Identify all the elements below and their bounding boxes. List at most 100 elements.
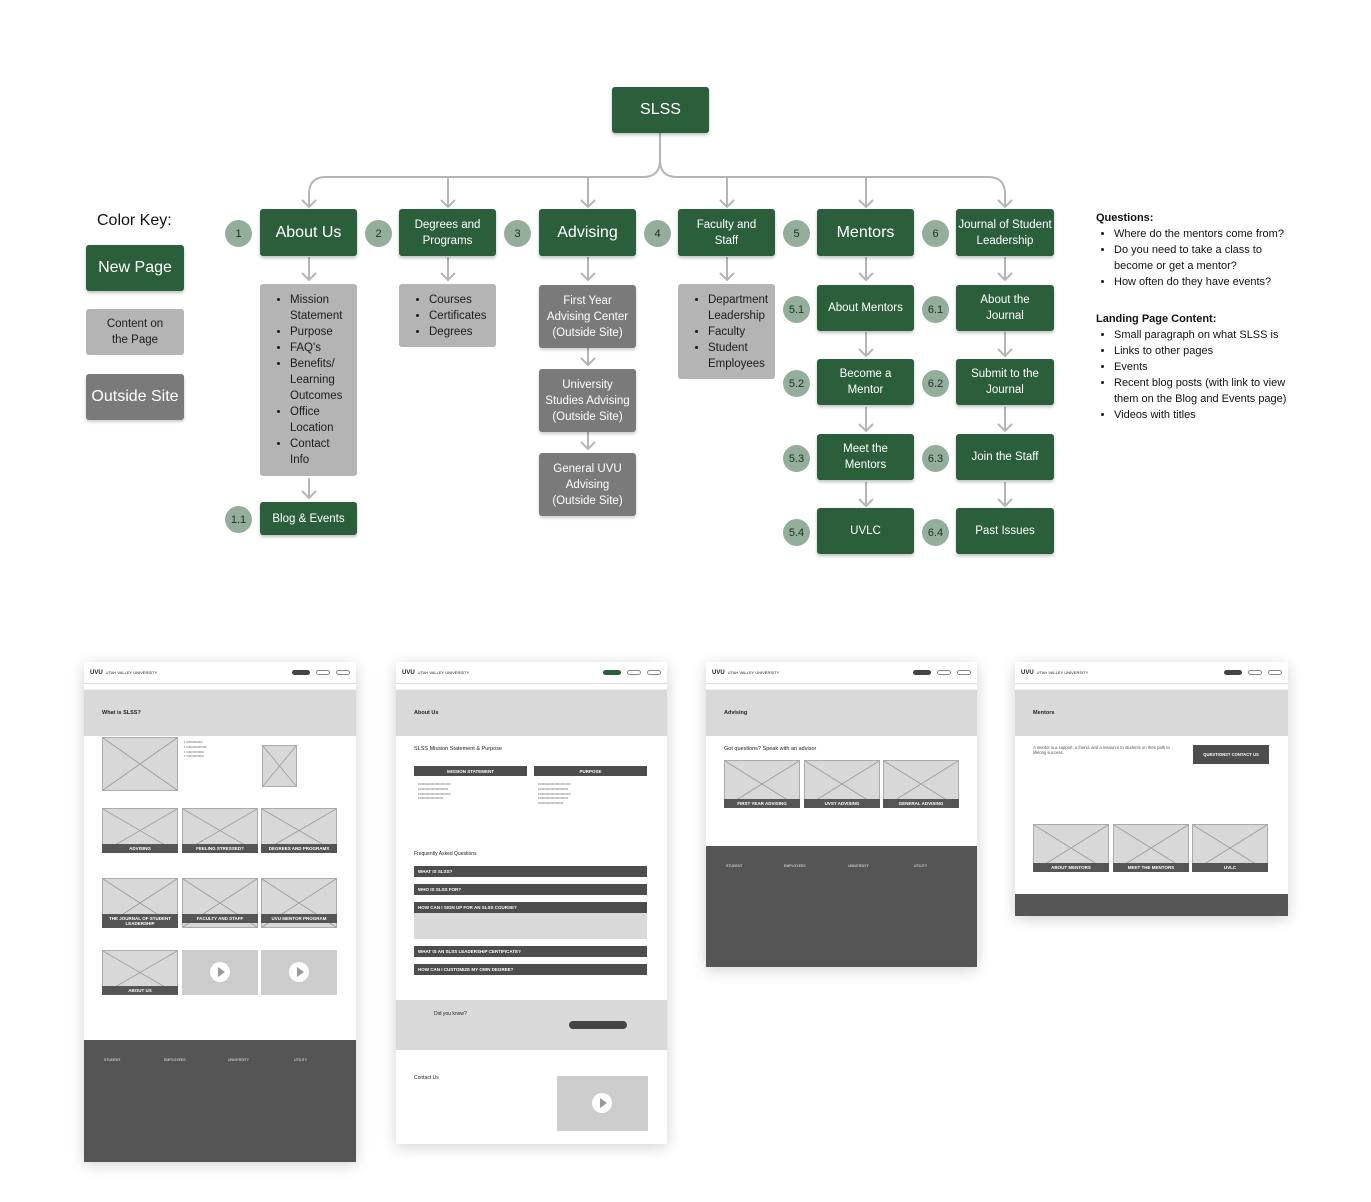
key-new-page: New Page bbox=[86, 245, 184, 291]
wf-nav bbox=[396, 684, 667, 690]
landing-note: Landing Page Content: Small paragraph on… bbox=[1096, 311, 1291, 423]
card-label: UVST ADVISING bbox=[804, 799, 880, 808]
contact-us-box[interactable]: QUESTIONS? CONTACT US bbox=[1193, 745, 1269, 764]
wf-apply-pill bbox=[1224, 670, 1242, 675]
page-journal: Journal of Student Leadership bbox=[956, 209, 1054, 256]
wf-hero: Advising bbox=[706, 690, 977, 736]
content-item: Courses bbox=[429, 292, 490, 308]
wf-text-block: ••••••••••••••••••••••••••••••••••••••••… bbox=[538, 782, 571, 806]
wf-section-title: Got questions? Speak with an advisor bbox=[724, 746, 817, 752]
wf-section-title: SLSS Mission Statement & Purpose bbox=[414, 746, 503, 752]
num-badge: 5.3 bbox=[783, 445, 810, 472]
num-badge: 5.1 bbox=[783, 296, 810, 323]
content-item: Faculty bbox=[708, 324, 769, 340]
content-item: Purpose bbox=[290, 324, 351, 340]
content-item: Department Leadership bbox=[708, 292, 769, 324]
faq-item[interactable]: WHO IS SLSS FOR? bbox=[414, 884, 647, 895]
footer-col: UNIVERSITY bbox=[848, 864, 870, 868]
wf-hero: About Us bbox=[396, 690, 667, 736]
outside-university-studies: University Studies Advising (Outside Sit… bbox=[539, 369, 636, 432]
wf-pill bbox=[336, 670, 350, 675]
tile-label: DEGREES AND PROGRAMS bbox=[261, 844, 337, 853]
content-item: FAQ's bbox=[290, 340, 351, 356]
page-about-journal: About the Journal bbox=[956, 285, 1054, 331]
faq-title: Frequently Asked Questions bbox=[414, 851, 477, 857]
footer-col: STUDENT bbox=[726, 864, 743, 868]
purpose-header: PURPOSE bbox=[534, 766, 647, 776]
note-item: How often do they have events? bbox=[1114, 274, 1296, 290]
page-submit-journal: Submit to the Journal bbox=[956, 359, 1054, 405]
note-item: Links to other pages bbox=[1114, 343, 1291, 359]
note-item: Recent blog posts (with link to view the… bbox=[1114, 375, 1291, 407]
wf-pill bbox=[957, 670, 971, 675]
num-badge: 3 bbox=[504, 220, 531, 247]
num-badge: 6 bbox=[922, 220, 949, 247]
mentors-intro: A mentor is a support, a friend, and a r… bbox=[1033, 745, 1170, 755]
wf-nav bbox=[1015, 684, 1288, 690]
outside-general-uvu: General UVU Advising (Outside Site) bbox=[539, 453, 636, 516]
page-blog-events: Blog & Events bbox=[260, 502, 357, 535]
wf-pill bbox=[937, 670, 951, 675]
questions-title: Questions: bbox=[1096, 212, 1154, 224]
wf-apply-pill bbox=[292, 670, 310, 675]
num-badge: 4 bbox=[644, 220, 671, 247]
card-label: ABOUT MENTORS bbox=[1033, 863, 1109, 872]
wf-hero: What is SLSS? bbox=[84, 690, 356, 736]
num-badge: 6.4 bbox=[922, 519, 949, 546]
num-badge: 6.2 bbox=[922, 370, 949, 397]
wf-nav bbox=[706, 684, 977, 690]
learn-more-button[interactable] bbox=[569, 1021, 627, 1029]
page-about-mentors: About Mentors bbox=[817, 285, 914, 331]
wf-nav bbox=[84, 684, 356, 690]
num-badge: 1 bbox=[225, 220, 252, 247]
card-label: GENERAL ADVISING bbox=[883, 799, 959, 808]
page-mentors: Mentors bbox=[817, 209, 914, 256]
page-faculty-staff: Faculty and Staff bbox=[678, 209, 775, 256]
questions-note: Questions: Where do the mentors come fro… bbox=[1096, 210, 1296, 290]
play-icon bbox=[592, 1093, 612, 1113]
tile-label: ADVISING bbox=[102, 844, 178, 853]
footer-col: STUDENT bbox=[104, 1058, 121, 1062]
num-badge: 6.1 bbox=[922, 296, 949, 323]
wf-footer bbox=[1015, 894, 1288, 916]
note-item: Events bbox=[1114, 359, 1291, 375]
page-advising: Advising bbox=[539, 209, 636, 256]
content-item: Degrees bbox=[429, 324, 490, 340]
faq-answer bbox=[414, 913, 647, 939]
faq-item[interactable]: WHAT IS SLSS? bbox=[414, 866, 647, 877]
wf-text-block: • •••••••••••••• ••••••••••••••••• •••••… bbox=[184, 740, 207, 759]
num-badge: 1.1 bbox=[225, 506, 252, 533]
footer-col: UTILITY bbox=[914, 864, 928, 868]
faq-item[interactable]: HOW CAN I CUSTOMIZE MY OWN DEGREE? bbox=[414, 964, 647, 975]
wf-pill bbox=[627, 670, 641, 675]
wf-pill bbox=[1268, 670, 1282, 675]
content-item: Benefits/ Learning Outcomes bbox=[290, 356, 351, 404]
note-item: Where do the mentors come from? bbox=[1114, 226, 1296, 242]
degrees-content: Courses Certificates Degrees bbox=[399, 284, 496, 347]
faculty-content: Department Leadership Faculty Student Em… bbox=[678, 284, 775, 379]
note-item: Small paragraph on what SLSS is bbox=[1114, 327, 1291, 343]
faq-item[interactable]: WHAT IS AN SLSS LEADERSHIP CERTIFICATE? bbox=[414, 946, 647, 957]
page-degrees: Degrees and Programs bbox=[399, 209, 496, 256]
num-badge: 6.3 bbox=[922, 445, 949, 472]
num-badge: 2 bbox=[365, 220, 392, 247]
wf-apply-pill bbox=[603, 670, 621, 675]
note-item: Do you need to take a class to become or… bbox=[1114, 242, 1296, 274]
outside-first-year: First Year Advising Center (Outside Site… bbox=[539, 285, 636, 348]
wf-pill bbox=[647, 670, 661, 675]
faq-item[interactable]: HOW CAN I SIGN UP FOR AN SLSS COURSE? bbox=[414, 902, 647, 913]
card-label: MEET THE MENTORS bbox=[1113, 863, 1189, 872]
card-label: UVLC bbox=[1192, 863, 1268, 872]
wf-hero: Mentors bbox=[1015, 690, 1288, 736]
sitemap-connectors bbox=[301, 133, 1013, 508]
wf-pill bbox=[1248, 670, 1262, 675]
content-item: Contact Info bbox=[290, 436, 351, 468]
